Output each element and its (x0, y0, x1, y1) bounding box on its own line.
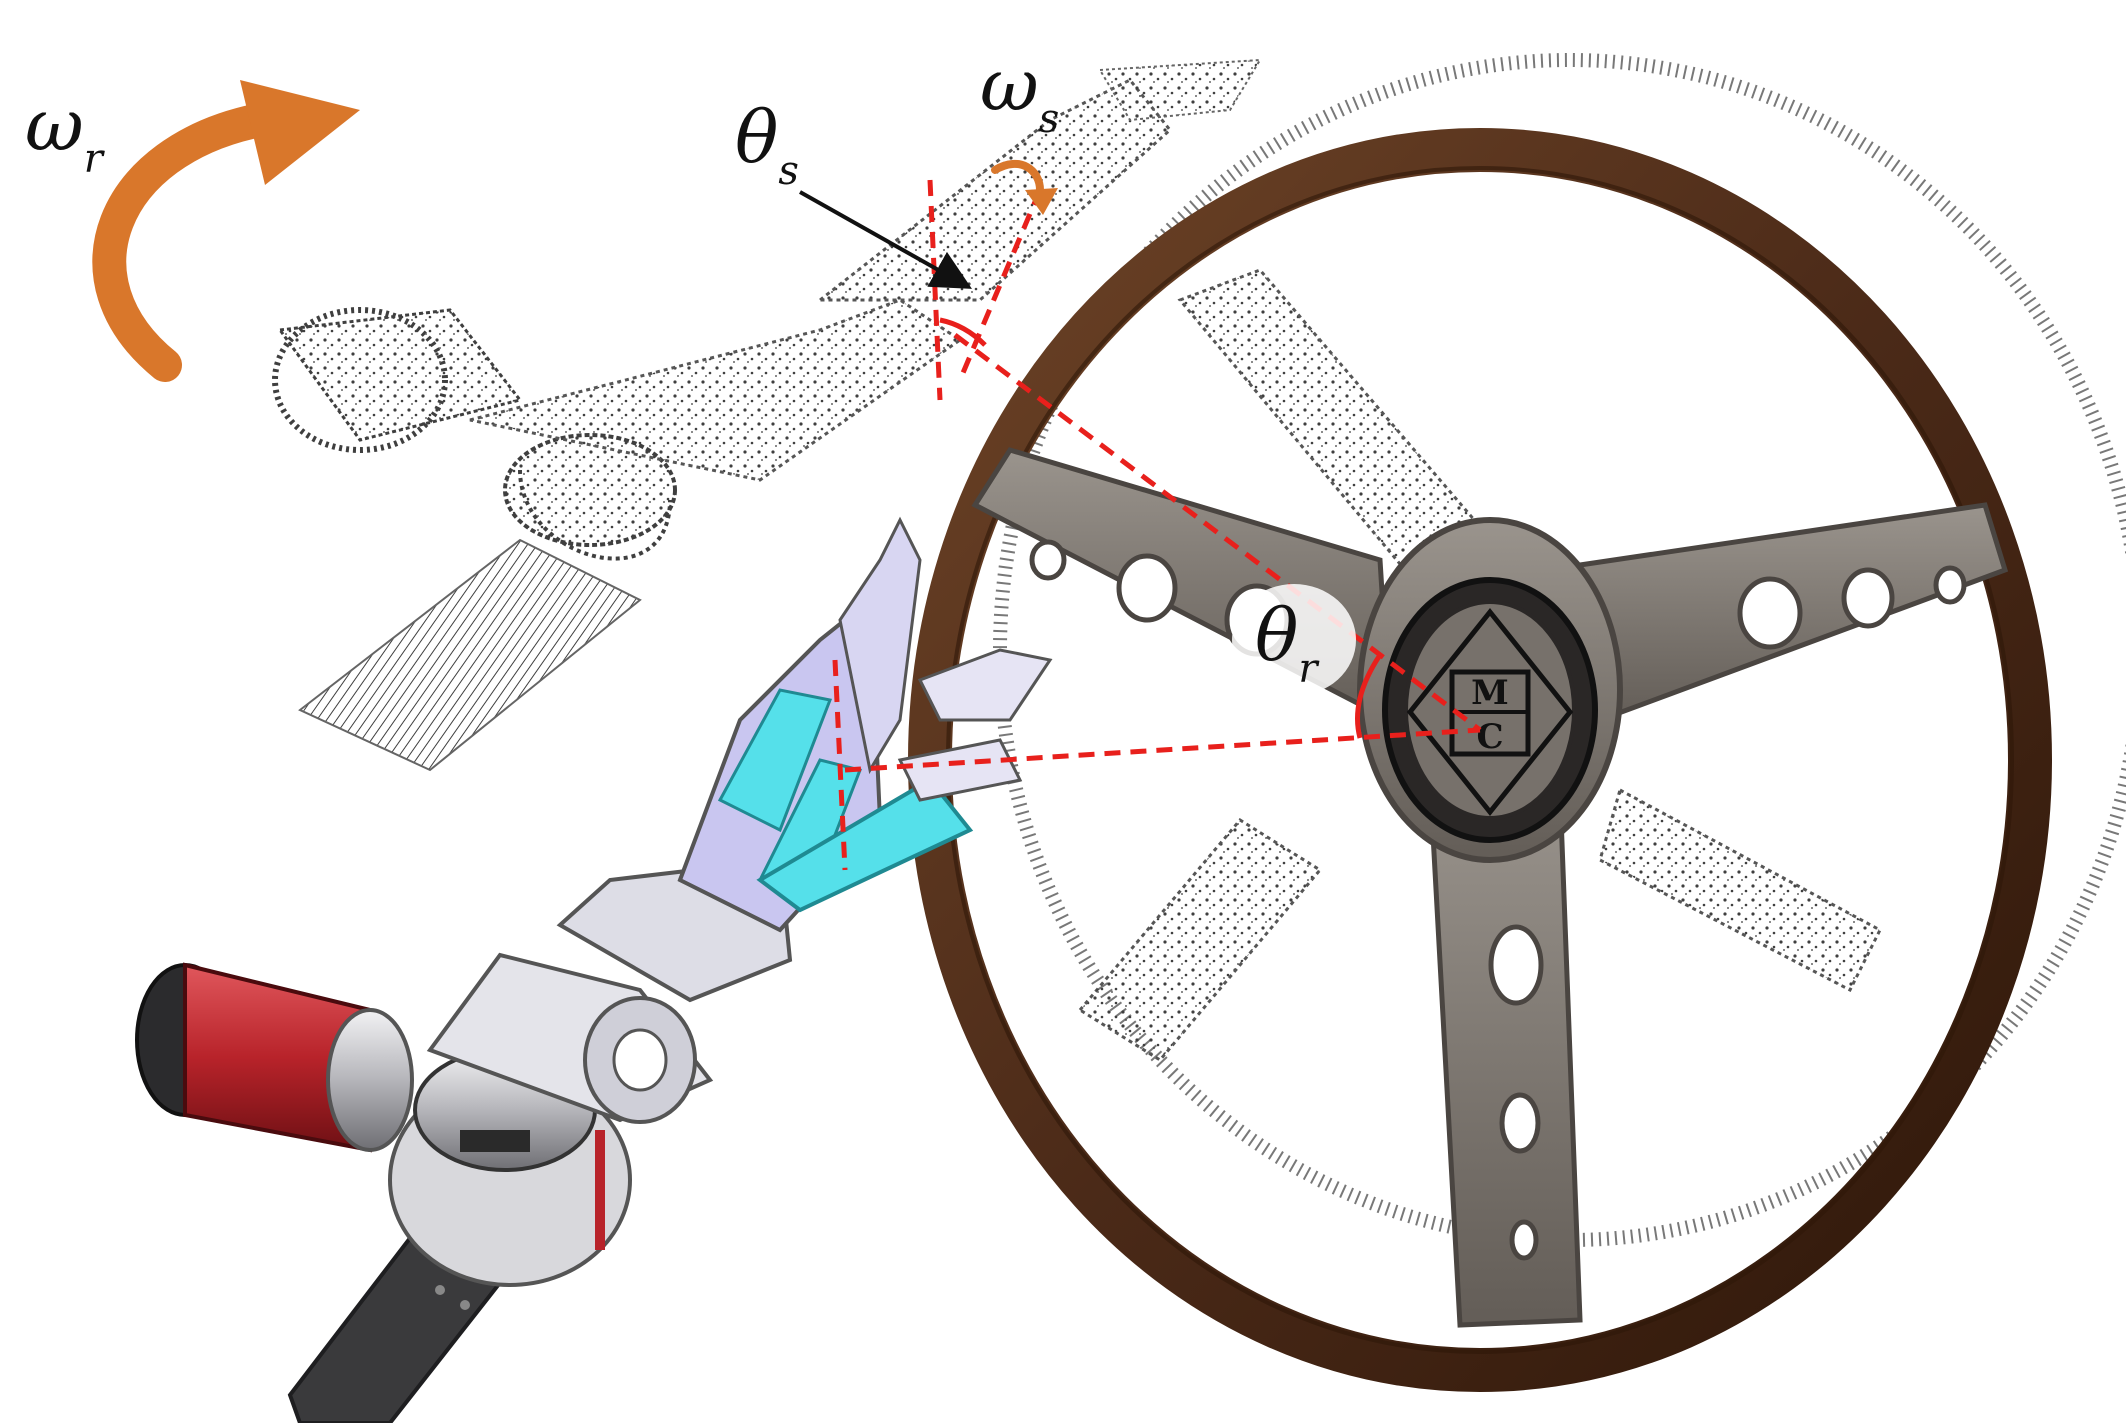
theta-r-arc (1355, 653, 1383, 739)
hand-reference-line (832, 659, 848, 871)
pointcloud-wheel-spoke-lower-left (1077, 818, 1323, 1062)
theta-s-ray-tilted (957, 189, 1043, 381)
arrow-icon (799, 190, 972, 289)
theta-r-ray-upper (953, 333, 1482, 732)
theta-s-subscript: s (778, 148, 799, 194)
large-rotation-arrow (92, 80, 360, 382)
red-actuator (135, 962, 414, 1153)
logo-letter-m: M (1471, 673, 1509, 713)
theta-s-arc (939, 317, 987, 347)
pointcloud-wheel-spoke-right (1598, 787, 1882, 993)
steering-wheel: M C (908, 128, 2052, 1392)
omega-s-subscript: s (1039, 96, 1060, 142)
omega-r-symbol: ω (25, 83, 84, 167)
theta-r-symbol: θ (1255, 593, 1298, 677)
theta-r-subscript: r (1298, 646, 1320, 692)
svg-text:θr: θr (1255, 593, 1320, 692)
mc-logo: M C (1406, 607, 1574, 817)
angle-annotations (832, 179, 1482, 871)
hand-finger-upper (838, 516, 922, 775)
theta-s-ray-vertical (927, 179, 943, 401)
theta-s-symbol: θ (735, 95, 778, 179)
omega-r-subscript: r (84, 136, 106, 182)
hand-finger-grip (917, 648, 1053, 722)
curved-arrow-icon (240, 80, 360, 185)
label-theta-r: θr (1232, 584, 1356, 696)
curved-arrow-icon (1025, 188, 1058, 215)
pointcloud-upper-link (469, 298, 963, 482)
cad-robot-arm (135, 516, 1053, 1423)
label-omega-r: ωr (25, 83, 106, 182)
omega-s-symbol: ω (980, 43, 1039, 127)
theta-r-ray-lower (844, 727, 1481, 773)
svg-text:ωr: ωr (25, 83, 106, 182)
hand-thumb (756, 777, 974, 913)
svg-text:ωs: ωs (980, 43, 1059, 142)
small-rotation-arrow (991, 160, 1058, 215)
logo-letter-c: C (1476, 717, 1503, 757)
label-theta-s: θs (735, 95, 799, 194)
label-omega-s: ωs (980, 43, 1059, 142)
pointcloud-base-plate (298, 538, 642, 772)
pointcloud-forearm (815, 78, 1173, 302)
spoke-holes (1029, 539, 1967, 1261)
svg-text:θs: θs (735, 95, 799, 194)
